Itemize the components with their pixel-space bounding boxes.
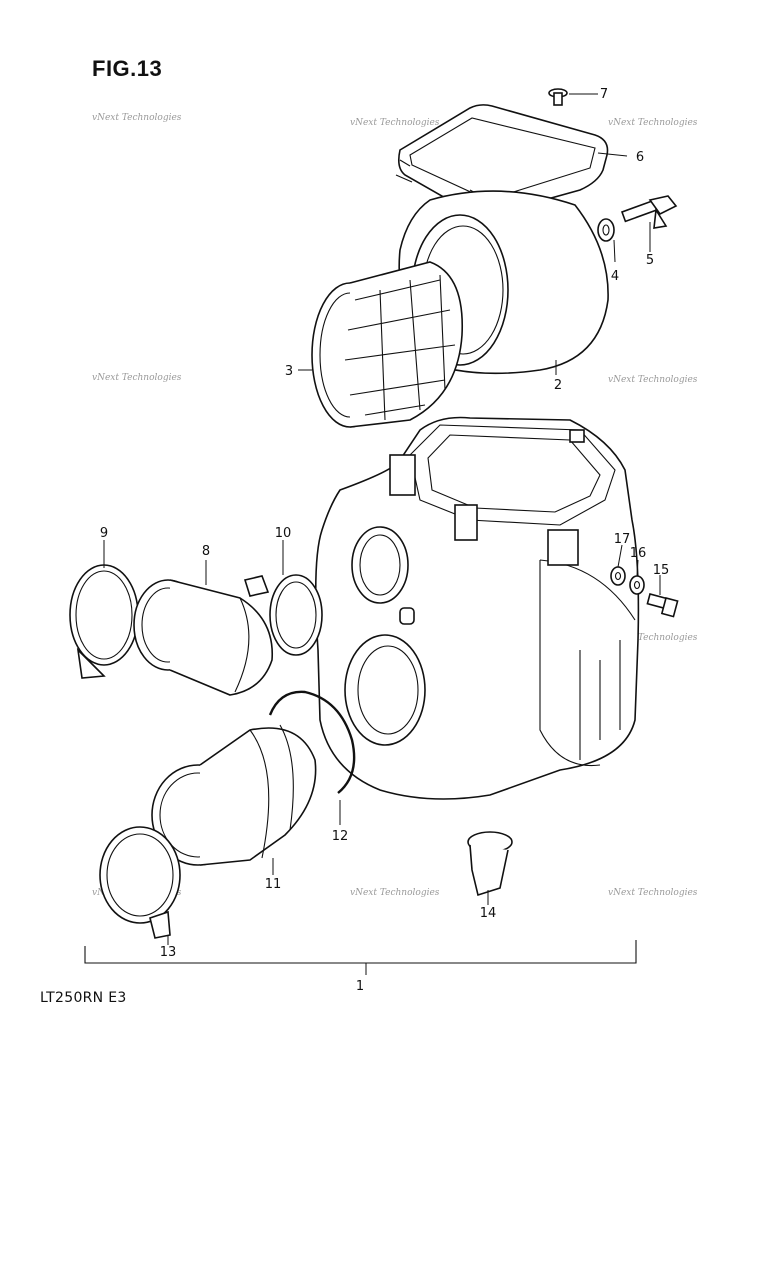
part-band-wire — [268, 690, 356, 794]
part-number-label: 1 — [356, 979, 364, 994]
part-number-label: 15 — [653, 563, 670, 578]
part-number-label: 12 — [332, 829, 349, 844]
figure-title: FIG.13 — [92, 56, 163, 81]
part-number-label: 2 — [554, 378, 562, 393]
part-air-cleaner-case — [314, 416, 640, 800]
part-filter-holder-cage — [311, 261, 464, 428]
part-clamp-10 — [243, 574, 323, 656]
part-number-label: 17 — [614, 532, 631, 547]
part-number-label: 14 — [480, 906, 497, 921]
model-label: LT250RN E3 — [40, 990, 127, 1006]
watermark: vNext Technologies — [608, 118, 698, 128]
part-number-label: 7 — [600, 87, 608, 102]
part-number-label: 6 — [636, 150, 644, 165]
part-number-label: 10 — [275, 526, 292, 541]
watermark: vNext Technologies — [608, 375, 698, 385]
part-number-label: 13 — [160, 945, 177, 960]
part-bolt — [646, 593, 679, 618]
part-intake-joint — [133, 579, 273, 696]
watermark: vNext Technologies — [92, 373, 182, 383]
leader-lines — [84, 93, 661, 975]
watermark: vNext Technologies — [608, 888, 698, 898]
part-number-label: 4 — [611, 269, 619, 284]
part-outlet-tube — [151, 724, 317, 866]
part-screw — [548, 88, 568, 106]
part-washer-17 — [610, 566, 626, 586]
part-number-label: 9 — [100, 526, 108, 541]
part-number-labels: 1 2 3 4 5 6 7 8 9 10 11 12 13 14 15 16 1… — [100, 87, 669, 994]
part-washer-16 — [629, 575, 645, 595]
part-number-label: 11 — [265, 877, 282, 892]
part-number-label: 16 — [630, 546, 647, 561]
watermark: vNext Technologies — [92, 113, 182, 123]
part-washer — [597, 218, 615, 242]
watermark: vNext Technologies — [608, 633, 698, 643]
part-number-label: 5 — [646, 253, 654, 268]
part-number-label: 8 — [202, 544, 210, 559]
part-drain-plug — [467, 831, 513, 897]
watermark: vNext Technologies — [350, 118, 440, 128]
part-clamp-13 — [99, 826, 181, 939]
part-clamp-9 — [69, 564, 139, 679]
watermark: vNext Technologies — [350, 888, 440, 898]
part-number-label: 3 — [285, 364, 293, 379]
part-wing-bolt — [620, 195, 678, 229]
